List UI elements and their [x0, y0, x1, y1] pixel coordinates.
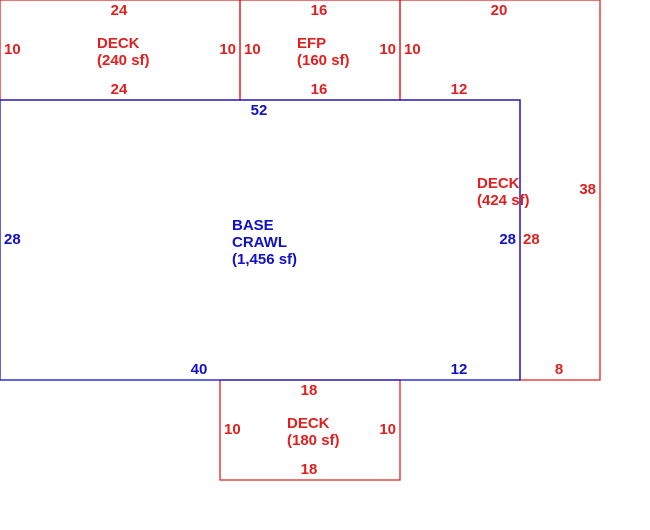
- deck-top-left-area: (240 sf): [97, 52, 150, 69]
- base-name-line2: CRAWL: [232, 234, 287, 251]
- dim-deck-top-left-bottom: 24: [111, 81, 128, 98]
- dim-deck-bottom-bottom: 18: [301, 461, 318, 478]
- dim-deck-bottom-right: 10: [379, 421, 396, 438]
- dim-base-left: 28: [4, 231, 21, 248]
- dim-deck-top-left-left: 10: [4, 41, 21, 58]
- dim-deck-right-right: 38: [579, 181, 596, 198]
- deck-top-left-name: DECK: [97, 35, 140, 52]
- efp-name: EFP: [297, 35, 326, 52]
- deck-right-area: (424 sf): [477, 192, 530, 209]
- dim-efp-bottom: 16: [311, 81, 328, 98]
- dim-deck-right-left-inner: 10: [404, 41, 421, 58]
- dim-deck-top-left-right: 10: [219, 41, 236, 58]
- base-crawl-outline: [0, 99, 521, 381]
- dim-base-right: 28: [499, 231, 516, 248]
- dim-deck-right-bottom: 8: [555, 361, 563, 378]
- deck-bottom-area: (180 sf): [287, 432, 340, 449]
- dim-deck-top-left-top: 24: [111, 2, 128, 19]
- dim-deck-right-left: 28: [523, 231, 540, 248]
- dim-base-bottom-right: 12: [451, 361, 468, 378]
- dim-efp-left: 10: [244, 41, 261, 58]
- deck-bottom-name: DECK: [287, 415, 330, 432]
- base-name-line1: BASE: [232, 217, 274, 234]
- dim-base-top: 52: [251, 102, 268, 119]
- deck-right-name: DECK: [477, 175, 520, 192]
- dim-deck-right-inner-top: 12: [451, 81, 468, 98]
- efp-area: (160 sf): [297, 52, 350, 69]
- base-area: (1,456 sf): [232, 251, 297, 268]
- dim-deck-bottom-left: 10: [224, 421, 241, 438]
- dim-deck-bottom-top: 18: [301, 382, 318, 399]
- dim-efp-top: 16: [311, 2, 328, 19]
- dim-base-bottom-left: 40: [191, 361, 208, 378]
- dim-deck-right-top: 20: [491, 2, 508, 19]
- dim-efp-right: 10: [379, 41, 396, 58]
